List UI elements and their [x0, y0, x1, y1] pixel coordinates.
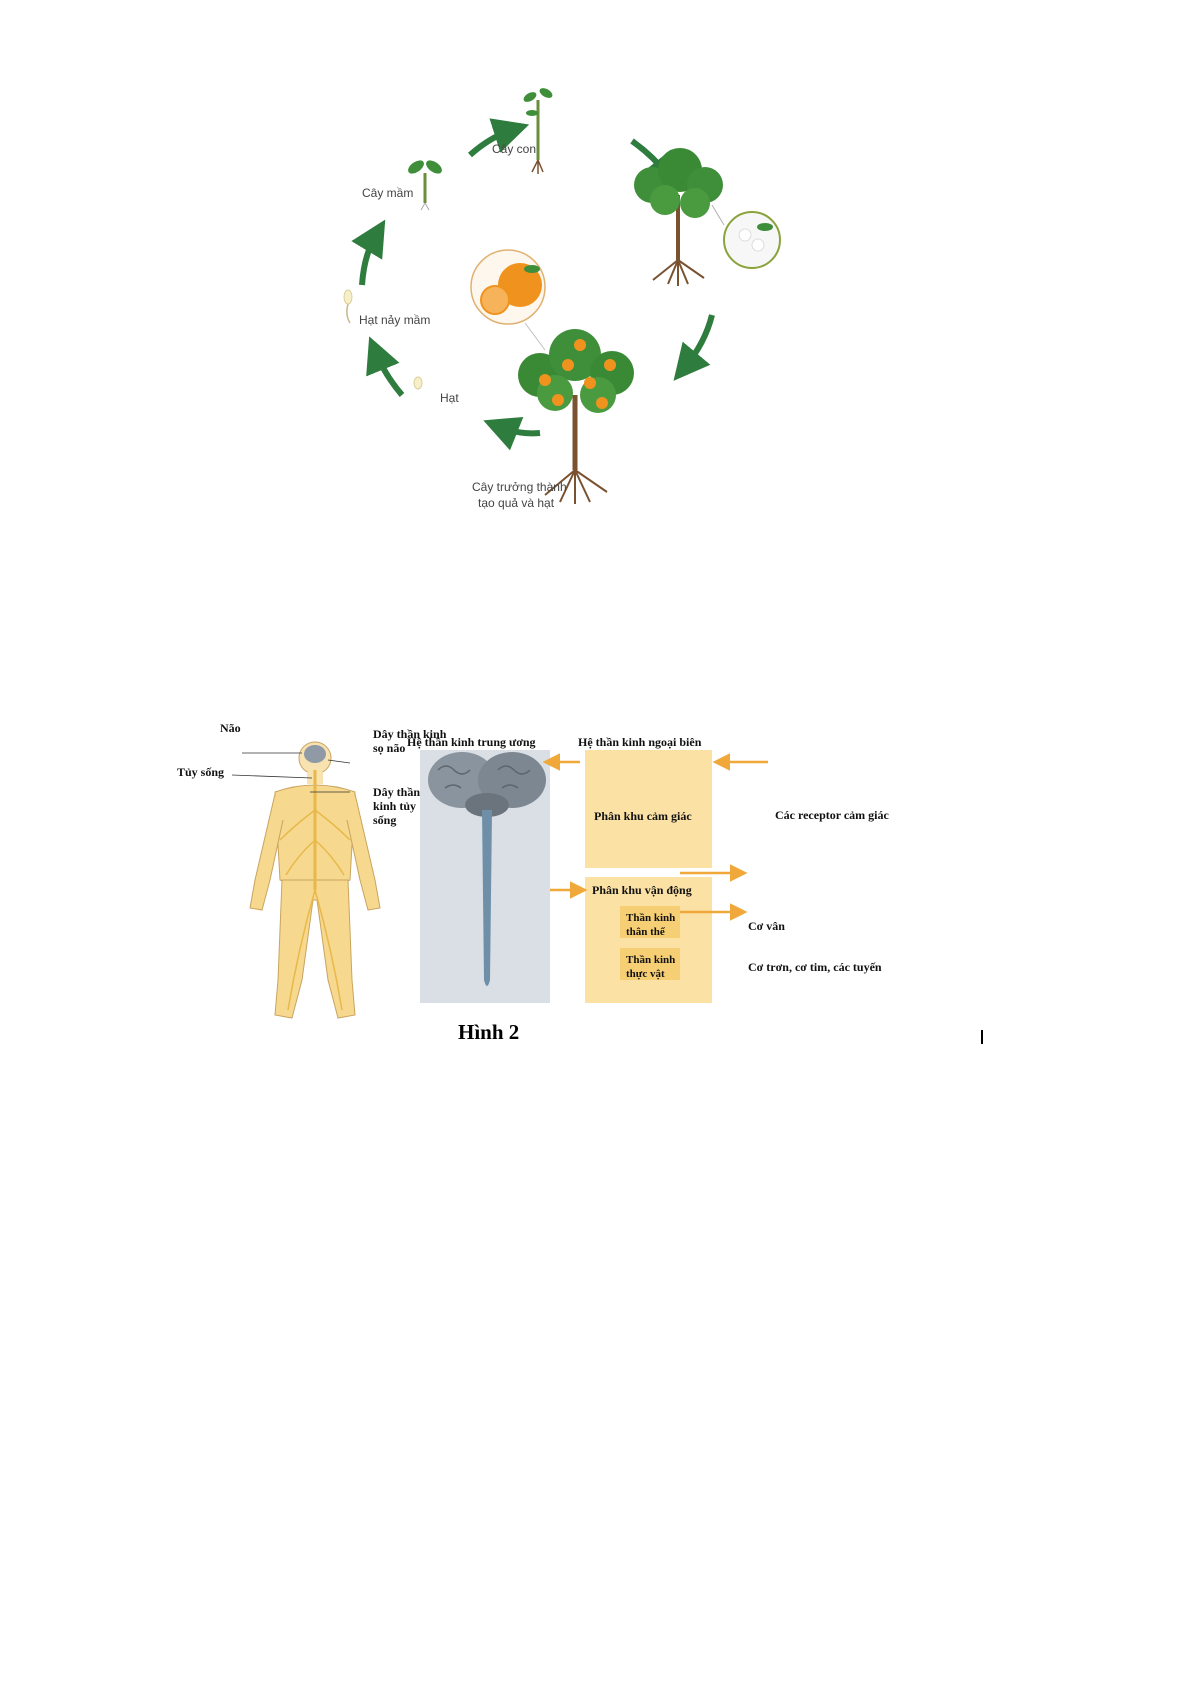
label-he-tk-trung-uong: Hệ thần kinh trung ương [407, 735, 536, 749]
human-body-illustration [231, 741, 381, 1019]
pns-sensory-panel [585, 750, 712, 868]
label-he-tk-ngoai-bien: Hệ thần kinh ngoại biên [578, 735, 702, 749]
label-day-than-kinh-so-nao: Dây thần kinh sọ não [373, 727, 447, 755]
seedling-illustration [523, 88, 553, 174]
label-co-van: Cơ vân [748, 919, 785, 933]
label-nao: Não [220, 721, 241, 735]
nervous-system-figure: Não Dây thần kinh sọ não Tủy sống Dây th… [177, 721, 983, 1070]
pns-motor-panel [585, 877, 712, 1003]
autonomic-nerve-box [620, 948, 680, 980]
cycle-arrow-6 [351, 219, 386, 286]
plant-life-cycle-figure: Cây con Cây mầm Hạt nảy mầm Hạt Cây trưở… [340, 75, 860, 545]
label-phan-khu-cam-giac: Phân khu cảm giác [594, 809, 692, 823]
label-cac-receptor: Các receptor cảm giác [775, 808, 889, 822]
label-hat-nay-mam: Hạt nảy mầm [359, 313, 431, 327]
cycle-arrow-1 [467, 118, 530, 158]
nervous-system-drawing [231, 741, 768, 1019]
label-than-kinh-than-the: Thần kinh thân thể [626, 912, 676, 938]
brain-spinal-cord-illustration [428, 752, 546, 986]
cycle-arrow-3 [673, 314, 715, 381]
label-day-than-kinh-tuy-song: Dây thần kinh tủy sống [373, 785, 421, 827]
orange-tree-illustration [470, 249, 634, 504]
label-cay-truong-thanh-line2: tạo quả và hạt [478, 496, 555, 510]
seed-illustration [413, 376, 423, 390]
sprout-illustration [408, 160, 442, 211]
label-phan-khu-van-dong: Phân khu vận động [592, 883, 692, 897]
plant-life-cycle-drawing [343, 88, 781, 504]
text-cursor-mark [981, 1030, 983, 1044]
somatic-nerve-box [620, 906, 680, 938]
label-than-kinh-thuc-vat: Thần kinh thực vật [626, 954, 676, 980]
label-cay-mam: Cây mầm [362, 186, 414, 200]
label-cay-truong-thanh-line1: Cây trưởng thành [472, 480, 567, 494]
figure-caption: Hình 2 [458, 1020, 520, 1044]
cycle-arrow-4 [483, 416, 541, 451]
flowering-tree-illustration [634, 148, 781, 286]
germinating-seed-illustration [343, 289, 353, 324]
label-hat: Hạt [440, 391, 459, 405]
label-tuy-song: Tủy sống [177, 765, 225, 779]
label-co-tron: Cơ trơn, cơ tim, các tuyến [748, 960, 882, 974]
label-cay-con: Cây con [492, 142, 537, 156]
cycle-arrow-5 [366, 336, 405, 397]
